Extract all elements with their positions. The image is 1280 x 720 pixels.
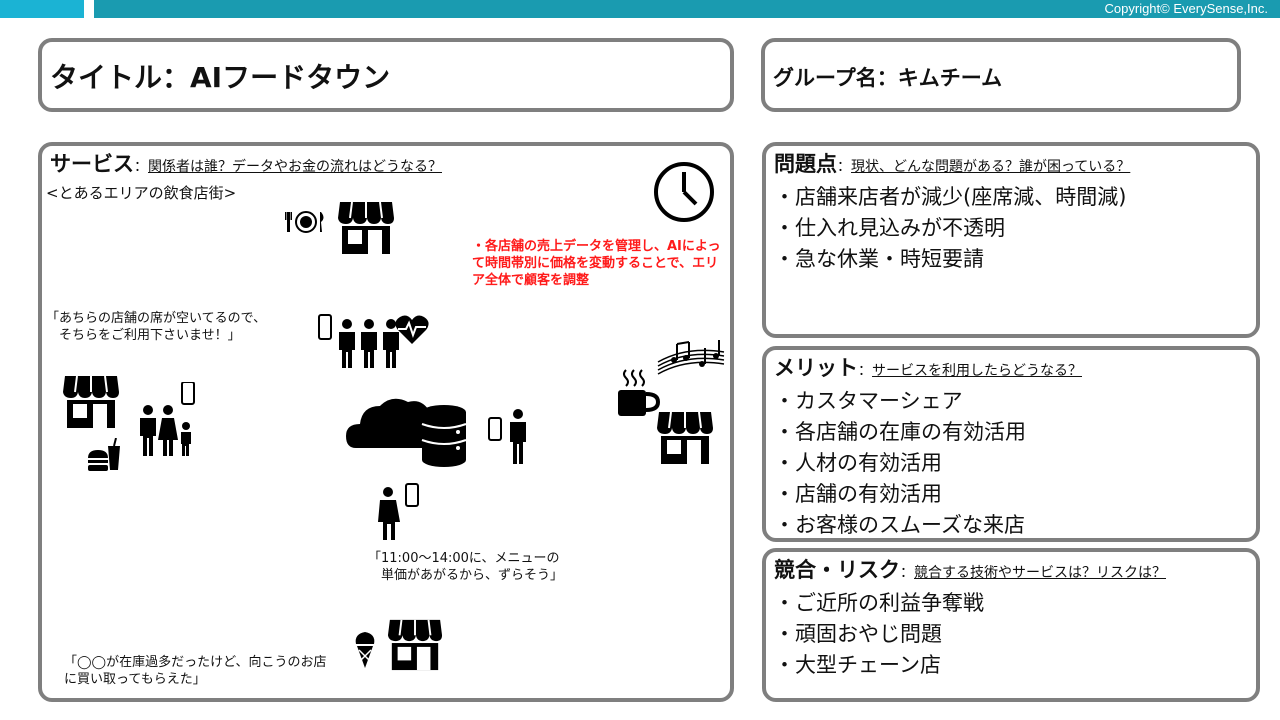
clock-icon [652, 160, 716, 224]
service-subtitle: 関係者は誰？データやお金の流れはどうなる？ [148, 159, 442, 175]
list-item: ・人材の有効活用 [774, 451, 942, 475]
quote-stock: 「◯◯が在庫過多だったけど、向こうのお店 に買い取ってもらえた」 [64, 655, 327, 687]
store-icon [386, 616, 444, 672]
list-item: ・各店舗の在庫の有効活用 [774, 420, 1026, 444]
merit-panel: メリット：サービスを利用したらどうなる？ ・カスタマーシェア ・各店舗の在庫の有… [762, 346, 1260, 542]
group-box: グループ名：キムチーム [761, 38, 1241, 112]
risk-subtitle: 競合する技術やサービスは？リスクは？ [914, 565, 1166, 581]
merit-title: メリット [774, 356, 858, 380]
cloud-database-icon [346, 390, 466, 470]
coffee-icon [616, 368, 660, 418]
problem-panel: 問題点：現状、どんな問題がある？誰が困っている？ ・店舗来店者が減少(座席減、時… [762, 142, 1260, 338]
people-icon [336, 318, 402, 368]
risk-heading: 競合・リスク：競合する技術やサービスは？リスクは？ [774, 554, 1166, 584]
service-title: サービス [50, 152, 134, 176]
store-icon [654, 408, 716, 466]
problem-subtitle: 現状、どんな問題がある？誰が困っている？ [851, 159, 1131, 175]
header-accent-bar [0, 0, 84, 18]
store-icon [336, 198, 396, 256]
risk-title: 競合・リスク [774, 558, 900, 582]
problem-list: ・店舗来店者が減少(座席減、時間減) ・仕入れ見込みが不透明 ・急な休業・時短要… [774, 182, 1126, 275]
list-item: ・店舗来店者が減少(座席減、時間減) [774, 185, 1127, 209]
ice-cream-icon [354, 630, 376, 670]
service-heading: サービス：関係者は誰？データやお金の流れはどうなる？ [50, 148, 442, 178]
risk-list: ・ご近所の利益争奪戦 ・頑固おやじ問題 ・大型チェーン店 [774, 588, 984, 681]
list-item: ・ご近所の利益争奪戦 [774, 591, 984, 615]
quote-price: 「11:00〜14:00に、メニューの 単価があがるから、ずらそう」 [368, 551, 564, 583]
merit-subtitle: サービスを利用したらどうなる？ [872, 363, 1082, 379]
header-bar: Copyright© EverySense,Inc. [94, 0, 1280, 18]
merit-list: ・カスタマーシェア ・各店舗の在庫の有効活用 ・人材の有効活用 ・店舗の有効活用… [774, 386, 1026, 541]
service-panel: サービス：関係者は誰？データやお金の流れはどうなる？ <とあるエリアの飲食店街> [38, 142, 734, 702]
store-icon [60, 372, 122, 430]
music-icon [656, 336, 726, 376]
service-note: ・各店舗の売上データを管理し、AIによっ て時間帯別に価格を変動することで、エリ… [472, 239, 721, 288]
title-box: タイトル：AIフードタウン [38, 38, 734, 112]
group-name: グループ名：キムチーム [773, 66, 1003, 90]
dining-icon [284, 208, 328, 236]
page-title: タイトル：AIフードタウン [50, 61, 391, 94]
list-item: ・頑固おやじ問題 [774, 622, 942, 646]
copyright-text: Copyright© EverySense,Inc. [1104, 1, 1268, 16]
list-item: ・お客様のスムーズな来店 [774, 513, 1025, 537]
merit-colon: ： [858, 363, 872, 379]
problem-heading: 問題点：現状、どんな問題がある？誰が困っている？ [774, 148, 1130, 178]
risk-colon: ： [900, 565, 914, 581]
merit-heading: メリット：サービスを利用したらどうなる？ [774, 352, 1082, 382]
person-phone-icon [488, 408, 532, 466]
phone-icon [318, 314, 332, 340]
heartbeat-icon [394, 314, 430, 346]
fastfood-icon [86, 438, 122, 472]
risk-panel: 競合・リスク：競合する技術やサービスは？リスクは？ ・ご近所の利益争奪戦 ・頑固… [762, 548, 1260, 702]
problem-title: 問題点 [774, 152, 837, 176]
list-item: ・仕入れ見込みが不透明 [774, 216, 1005, 240]
problem-colon: ： [837, 159, 851, 175]
quote-seats: 「あちらの店舗の席が空いてるので、 そちらをご利用下さいませ！」 [46, 311, 267, 343]
list-item: ・カスタマーシェア [774, 389, 963, 413]
person-phone-icon [376, 482, 420, 542]
list-item: ・店舗の有効活用 [774, 482, 942, 506]
list-item: ・大型チェーン店 [774, 653, 941, 677]
service-caption: <とあるエリアの飲食店街> [46, 184, 237, 202]
family-icon [138, 382, 198, 458]
list-item: ・急な休業・時短要請 [774, 247, 984, 271]
service-colon: ： [134, 159, 148, 175]
